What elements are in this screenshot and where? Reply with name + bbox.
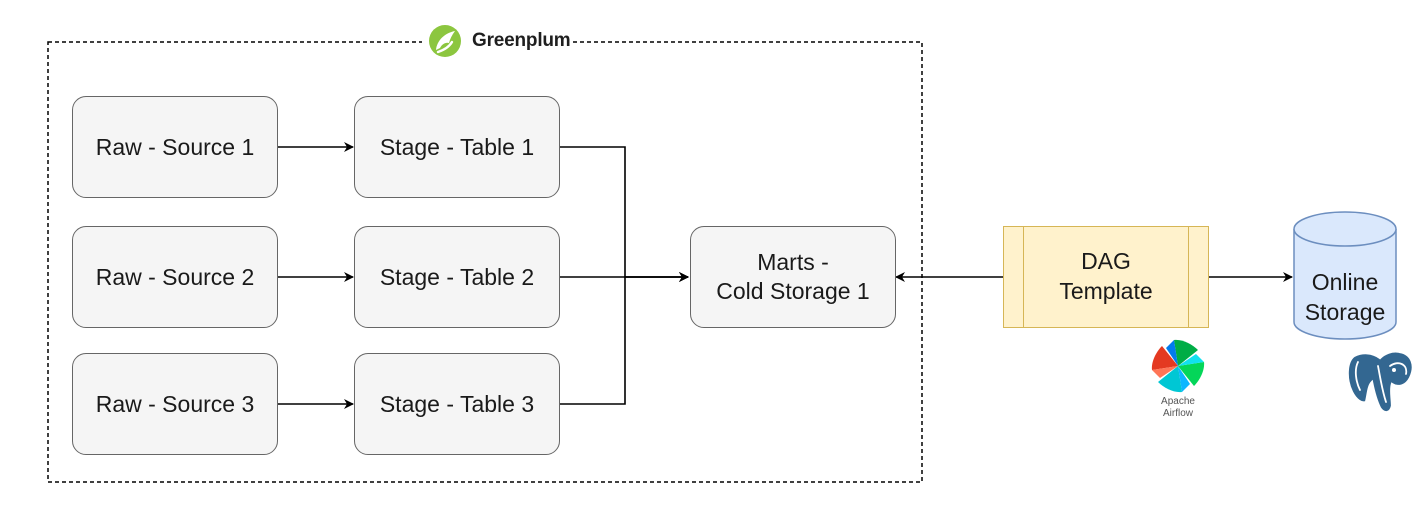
raw-source-3-node[interactable]: Raw - Source 3 <box>72 353 278 455</box>
stage-table-1-label: Stage - Table 1 <box>379 133 535 160</box>
apache-airflow-caption: Apache Airflow <box>1148 396 1208 420</box>
postgresql-elephant-icon <box>1346 350 1414 414</box>
airflow-caption-line-1: Apache <box>1161 396 1195 407</box>
database-cylinder-icon <box>1293 211 1397 340</box>
dag-template-label: DAG Template <box>1059 248 1153 304</box>
raw-source-1-node[interactable]: Raw - Source 1 <box>72 96 278 198</box>
airflow-caption-line-2: Airflow <box>1162 408 1193 419</box>
dag-left-rail <box>1023 227 1024 327</box>
online-storage-label[interactable]: Online Storage <box>1304 269 1386 325</box>
raw-source-1-label: Raw - Source 1 <box>95 133 255 160</box>
stage-table-2-node[interactable]: Stage - Table 2 <box>354 226 560 328</box>
dag-right-rail <box>1188 227 1189 327</box>
dag-template-node[interactable]: DAG Template <box>1003 226 1209 328</box>
marts-cold-storage-label: Marts - Cold Storage 1 <box>716 249 870 304</box>
stage-table-2-label: Stage - Table 2 <box>379 263 535 290</box>
stage-table-3-node[interactable]: Stage - Table 3 <box>354 353 560 455</box>
greenplum-group-title: Greenplum <box>470 30 573 52</box>
raw-source-3-label: Raw - Source 3 <box>95 390 255 417</box>
raw-source-2-label: Raw - Source 2 <box>95 263 255 290</box>
raw-source-2-node[interactable]: Raw - Source 2 <box>72 226 278 328</box>
stage-table-1-node[interactable]: Stage - Table 1 <box>354 96 560 198</box>
apache-airflow-icon <box>1151 339 1205 393</box>
marts-cold-storage-node[interactable]: Marts - Cold Storage 1 <box>690 226 896 328</box>
edge-stage3-marts <box>560 272 689 405</box>
edge-stage1-marts <box>560 146 689 282</box>
stage-table-3-label: Stage - Table 3 <box>379 390 535 417</box>
